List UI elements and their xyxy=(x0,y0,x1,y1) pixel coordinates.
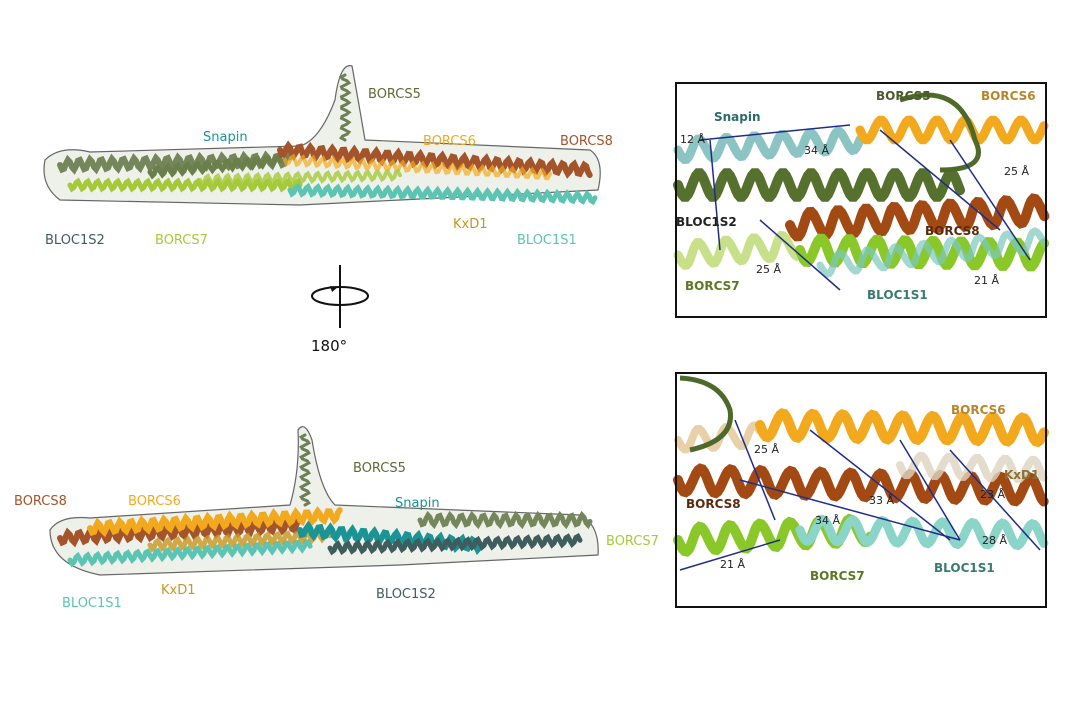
bottom-label-bloc1s2: BLOC1S2 xyxy=(376,587,436,602)
helix-borcs5-top xyxy=(339,73,352,142)
panel1-helix-snapin xyxy=(673,126,865,164)
panel1-crosslink xyxy=(709,139,721,251)
panel2-crosslink xyxy=(739,479,961,541)
rotate-arrow-icon xyxy=(311,286,369,306)
panel2-crosslink xyxy=(679,539,781,571)
panel2-crosslink xyxy=(899,439,961,541)
bottom-label-bloc1s1: BLOC1S1 xyxy=(62,596,122,611)
bottom-label-borcs5: BORCS5 xyxy=(353,461,406,476)
panel1-helix-borcs8 xyxy=(785,193,1050,242)
bottom-label-borcs7: BORCS7 xyxy=(606,534,659,549)
helix-bloc1s1-bottom xyxy=(67,539,313,568)
panel2-distance: 21 Å xyxy=(720,558,746,571)
helix-borcs7-region-bottom xyxy=(417,510,593,530)
helix-bloc1s1-top xyxy=(287,182,598,206)
top-label-borcs7: BORCS7 xyxy=(155,233,208,248)
panel2-distance: 23 Å xyxy=(980,488,1006,501)
panel2-distance: 28 Å xyxy=(982,534,1008,547)
inset-panel-bottom xyxy=(675,372,1047,608)
panel2-label-bloc1s1: BLOC1S1 xyxy=(934,561,995,575)
helix-borcs7b-top xyxy=(198,168,402,187)
panel2-distance: 34 Å xyxy=(815,514,841,527)
panel2-distance: 25 Å xyxy=(754,443,780,456)
rotate-arrowhead-icon xyxy=(330,286,338,292)
panel1-helix-borcs6 xyxy=(855,115,1049,145)
top-label-snapin: Snapin xyxy=(203,130,248,145)
panel2-label-borcs7: BORCS7 xyxy=(810,569,865,583)
panel1-helix-bloc1s1 xyxy=(816,227,1048,278)
panel1-label-snapin: Snapin xyxy=(714,110,761,124)
top-label-bloc1s1: BLOC1S1 xyxy=(517,233,577,248)
panel1-helix-borcs7-light xyxy=(673,230,806,270)
panel1-label-borcs8: BORCS8 xyxy=(925,224,980,238)
rotation-label: 180° xyxy=(311,337,348,355)
panel1-label-borcs6: BORCS6 xyxy=(981,89,1036,103)
helix-snapin-region-top xyxy=(147,154,283,180)
panel1-label-bloc1s1: BLOC1S1 xyxy=(867,288,928,302)
panel2-crosslink xyxy=(734,419,776,521)
panel1-label-borcs7: BORCS7 xyxy=(685,279,740,293)
bottom-label-borcs6: BORCS6 xyxy=(128,494,181,509)
top-label-bloc1s2: BLOC1S2 xyxy=(45,233,105,248)
helix-bloc1s2-bottom xyxy=(327,532,583,556)
inset-panel-top xyxy=(675,82,1047,318)
panel1-crosslink xyxy=(759,219,841,291)
bottom-label-kxd1: KxD1 xyxy=(161,583,196,598)
panel1-crosslink xyxy=(699,124,851,141)
panel1-distance: 21 Å xyxy=(974,274,1000,287)
panel2-loop-borcs5 xyxy=(679,375,733,453)
panel1-helix-borcs5 xyxy=(673,168,965,202)
panel2-helix-bloc1s1 xyxy=(795,514,1049,551)
bottom-label-snapin: Snapin xyxy=(395,496,440,511)
top-label-borcs6: BORCS6 xyxy=(423,134,476,149)
panel2-label-kxd1: KxD1 xyxy=(1004,468,1040,482)
panel1-distance: 34 Å xyxy=(804,144,830,157)
panel1-distance: 25 Å xyxy=(1004,165,1030,178)
panel1-distance: 12 Å xyxy=(680,133,706,146)
panel2-helix-borcs8 xyxy=(673,463,1049,507)
panel2-crosslink xyxy=(949,449,1041,551)
panel2-label-borcs8: BORCS8 xyxy=(686,497,741,511)
panel2-distance: 33 Å xyxy=(869,494,895,507)
panel1-distance: 25 Å xyxy=(756,263,782,276)
panel2-crosslink xyxy=(809,429,951,541)
top-label-borcs5: BORCS5 xyxy=(368,87,421,102)
panel1-crosslink xyxy=(879,129,1001,231)
panel2-label-borcs6: BORCS6 xyxy=(951,403,1006,417)
helix-borcs7-top xyxy=(67,177,303,193)
panel1-label-borcs5: BORCS5 xyxy=(876,89,931,103)
panel2-helix-kxd1 xyxy=(896,451,1048,483)
panel1-crosslink xyxy=(949,139,1031,261)
helix-borcs5-bottom xyxy=(298,433,312,507)
panel1-label-bloc1s2: BLOC1S2 xyxy=(676,215,737,229)
panel1-loop-borcs5 xyxy=(899,92,981,173)
helix-borcs6-bottom xyxy=(87,505,343,538)
top-label-kxd1: KxD1 xyxy=(453,217,488,232)
bottom-label-borcs8: BORCS8 xyxy=(14,494,67,509)
panel2-helix-borcs6 xyxy=(755,408,1049,448)
top-label-borcs8: BORCS8 xyxy=(560,134,613,149)
helix-borcs6-top xyxy=(283,153,553,181)
helix-borcs8-top xyxy=(277,140,593,179)
